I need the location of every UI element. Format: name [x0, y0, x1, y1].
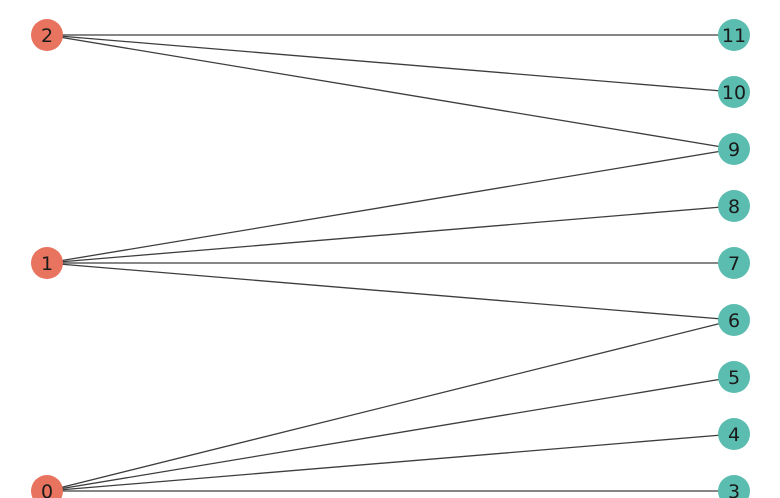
node-7: 7 [718, 247, 750, 279]
node-circle-7 [718, 247, 750, 279]
node-6: 6 [718, 304, 750, 336]
node-circle-3 [718, 475, 750, 498]
node-circle-9 [718, 133, 750, 165]
node-circle-6 [718, 304, 750, 336]
node-label-4: 4 [728, 424, 740, 446]
node-label-10: 10 [722, 82, 746, 104]
node-circle-4 [718, 418, 750, 450]
node-4: 4 [718, 418, 750, 450]
node-10: 10 [718, 76, 750, 108]
node-circle-2 [31, 19, 63, 51]
node-0: 0 [31, 475, 63, 498]
node-label-0: 0 [41, 481, 53, 498]
node-8: 8 [718, 190, 750, 222]
node-circle-1 [31, 247, 63, 279]
node-circle-11 [718, 19, 750, 51]
node-circle-10 [718, 76, 750, 108]
edge-0-5 [46, 376, 735, 492]
edge-1-8 [46, 205, 735, 264]
node-label-11: 11 [722, 25, 746, 47]
node-9: 9 [718, 133, 750, 165]
node-circle-8 [718, 190, 750, 222]
node-2: 2 [31, 19, 63, 51]
node-3: 3 [718, 475, 750, 498]
node-11: 11 [718, 19, 750, 51]
node-label-8: 8 [728, 196, 740, 218]
edge-0-4 [46, 433, 735, 492]
edge-0-6 [46, 319, 735, 492]
edge-layer [46, 34, 735, 492]
node-label-6: 6 [728, 310, 740, 332]
node-label-5: 5 [728, 367, 740, 389]
node-circle-0 [31, 475, 63, 498]
node-label-1: 1 [41, 253, 53, 275]
node-label-3: 3 [728, 481, 740, 498]
node-5: 5 [718, 361, 750, 393]
node-circle-5 [718, 361, 750, 393]
edge-2-9 [46, 34, 735, 150]
edge-2-10 [46, 34, 735, 93]
node-label-2: 2 [41, 25, 53, 47]
edge-1-9 [46, 148, 735, 264]
node-1: 1 [31, 247, 63, 279]
node-label-9: 9 [728, 139, 740, 161]
node-label-7: 7 [728, 253, 740, 275]
edge-1-6 [46, 262, 735, 321]
